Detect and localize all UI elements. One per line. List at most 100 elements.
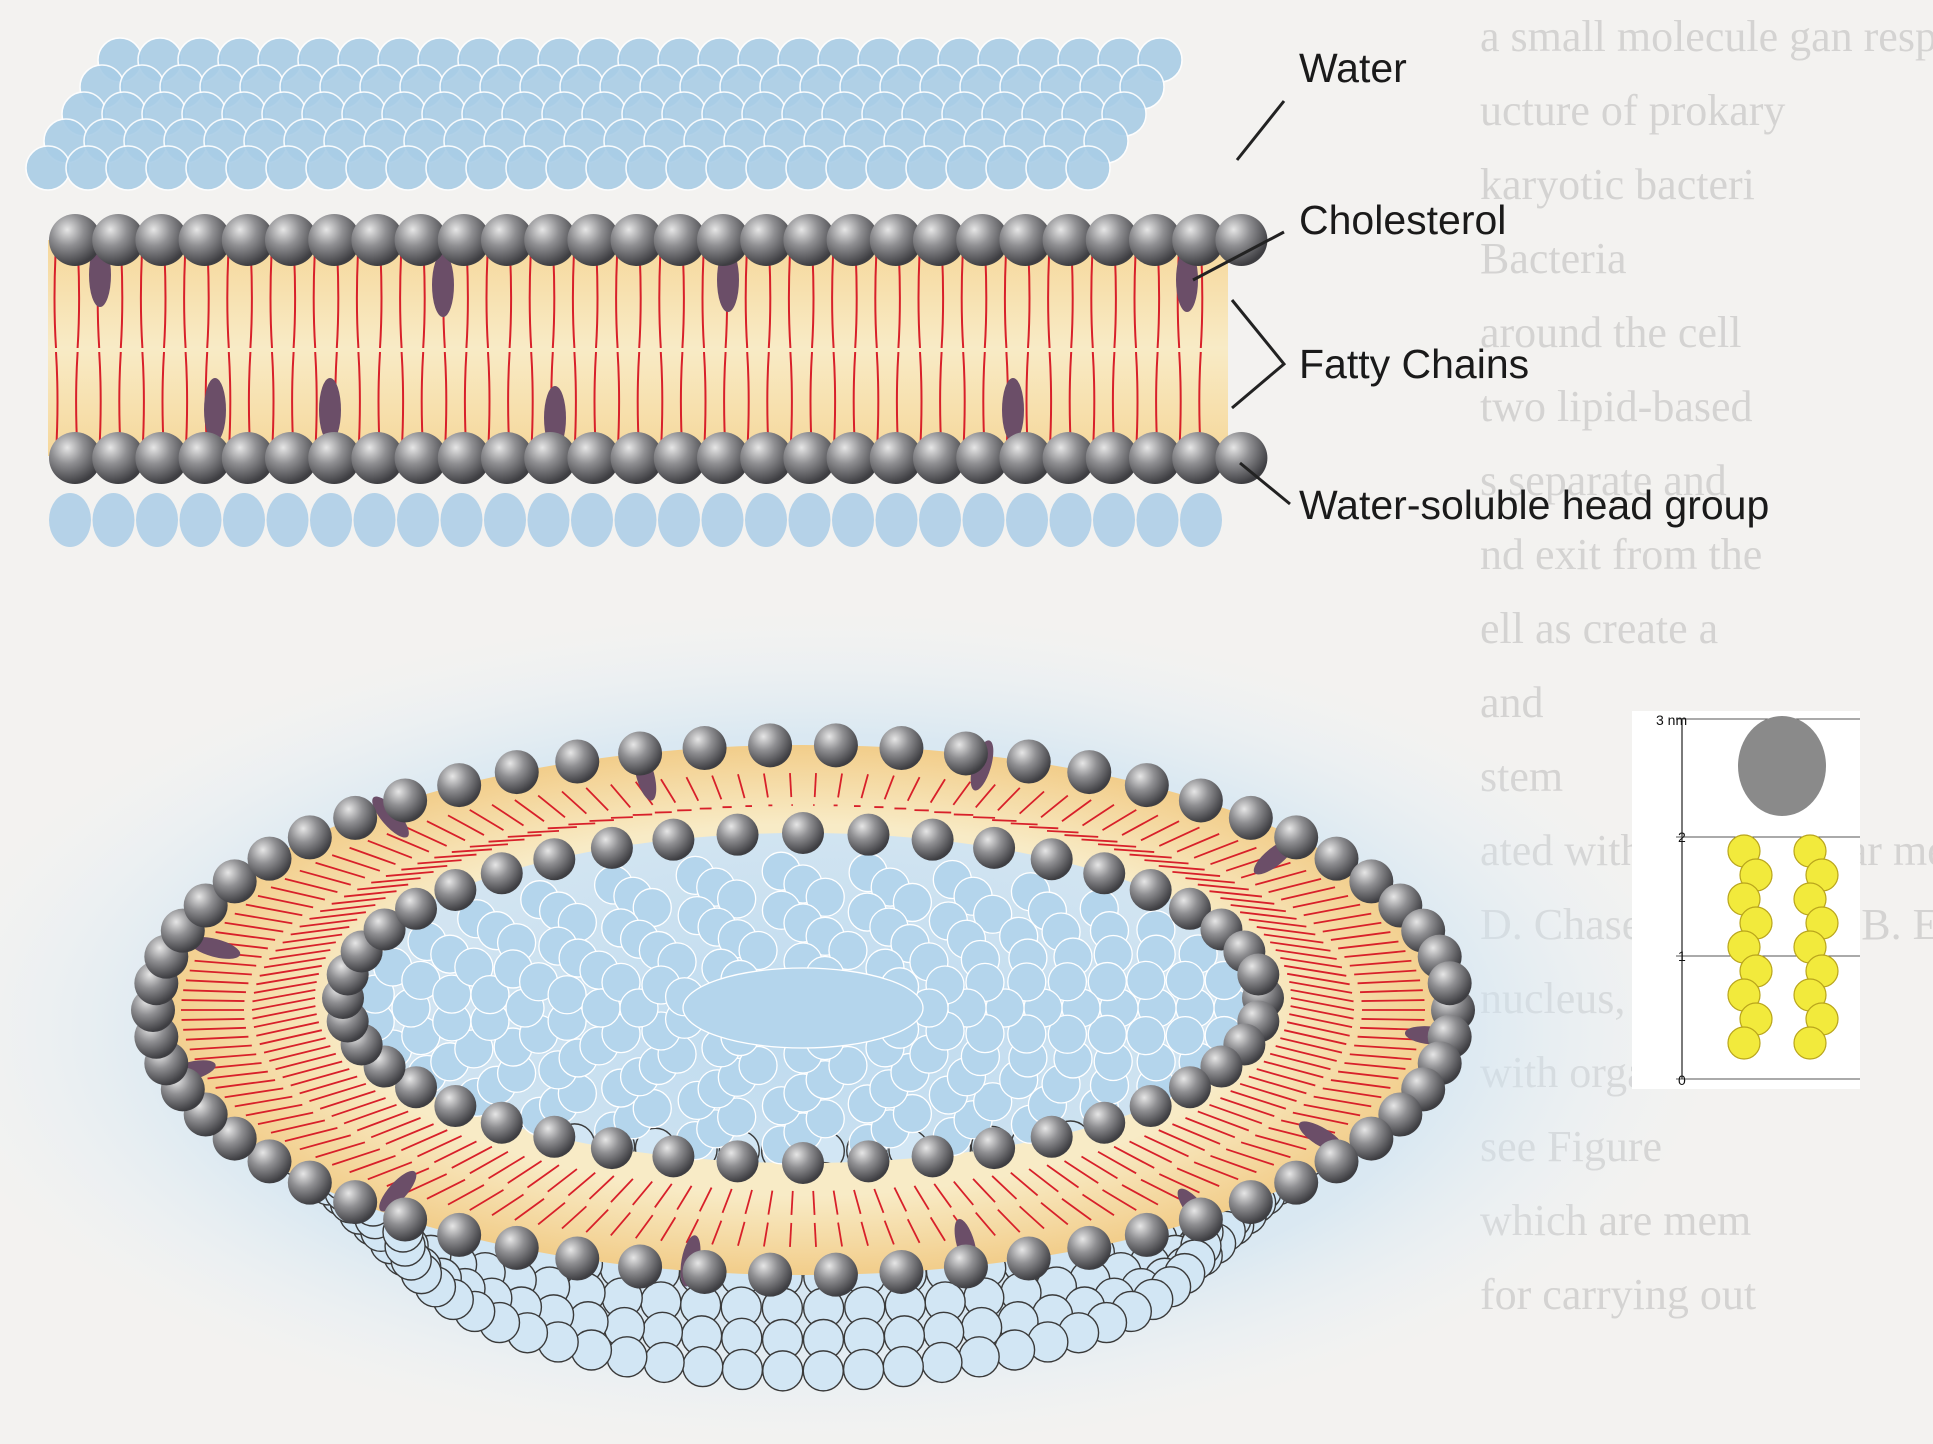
water-sphere (946, 146, 990, 190)
vesicle-head-sphere (1229, 796, 1273, 840)
water-sphere (106, 146, 150, 190)
water-sphere (506, 146, 550, 190)
water-sphere (1006, 493, 1048, 547)
vesicle-head-sphere (481, 852, 523, 894)
water-sphere (26, 146, 70, 190)
vesicle-head-sphere (748, 723, 792, 767)
vesicle-fatty-chain (1362, 1000, 1425, 1001)
vesicle-head-sphere (1229, 1180, 1273, 1224)
scale-label-2: 2 (1678, 829, 1686, 845)
vesicle-fatty-chain (633, 814, 652, 815)
water-sphere (186, 146, 230, 190)
vesicle-fatty-chain (1011, 823, 1038, 824)
vesicle-head-sphere (618, 1245, 662, 1289)
vesicle-head-sphere (683, 1250, 727, 1294)
vesicle-head-sphere (944, 1245, 988, 1289)
vesicle-head-sphere (555, 739, 599, 783)
water-sphere (93, 493, 135, 547)
water-sphere (386, 146, 430, 190)
head-group-label: Water-soluble head group (1299, 482, 1769, 529)
lipid-head-model (1738, 716, 1826, 816)
tail-atom (1728, 1027, 1760, 1059)
vesicle-head-sphere (1067, 1226, 1111, 1270)
lumen-water-sphere (1127, 961, 1165, 999)
vesicle-head-sphere (481, 1102, 523, 1144)
water-sphere (310, 493, 352, 547)
lumen-water-sphere (548, 976, 586, 1014)
vesicle-head-sphere (1031, 838, 1073, 880)
water-sphere (146, 146, 190, 190)
vesicle-head-sphere (944, 731, 988, 775)
water-sphere (786, 146, 830, 190)
water-sphere (1093, 493, 1135, 547)
water-sphere (1180, 493, 1222, 547)
vesicle-head-sphere (879, 726, 923, 770)
vesicle-head-sphere (1130, 1085, 1172, 1127)
vesicle-water-sphere (803, 1351, 843, 1391)
vesicle-head-sphere (782, 1142, 824, 1184)
vesicle-fatty-chain (182, 1000, 245, 1001)
lipid-scale-inset: 3 nm 2 1 0 (1632, 711, 1860, 1089)
water-sphere (266, 146, 310, 190)
vesicle-head-sphere (395, 888, 437, 930)
water-sphere (426, 146, 470, 190)
vesicle-head-sphere (973, 827, 1015, 869)
vesicle-head-sphere (533, 838, 575, 880)
water-sphere (919, 493, 961, 547)
water-sphere (66, 146, 110, 190)
vesicle-fatty-chain (611, 817, 633, 818)
water-sphere (466, 146, 510, 190)
vesicle-head-sphere (1274, 1161, 1318, 1205)
water-sphere (706, 146, 750, 190)
lipid-tail-model (1728, 835, 1838, 1059)
vesicle-water-sphere (883, 1347, 923, 1387)
cholesterol-label: Cholesterol (1299, 197, 1506, 244)
top-water-layer (26, 38, 1182, 190)
vesicle-head-sphere (437, 763, 481, 807)
water-sphere (963, 493, 1005, 547)
water-sphere (306, 146, 350, 190)
vesicle-fatty-chain (589, 820, 613, 821)
water-sphere (586, 146, 630, 190)
water-sphere (626, 146, 670, 190)
vesicle-head-sphere (333, 796, 377, 840)
lumen-water-center (683, 968, 923, 1048)
water-sphere (658, 493, 700, 547)
vesicle-head-sphere (782, 812, 824, 854)
vesicle-head-sphere (1067, 750, 1111, 794)
water-sphere (546, 146, 590, 190)
vesicle-head-sphere (533, 1116, 575, 1158)
vesicle-water-sphere (644, 1342, 684, 1382)
water-sphere (1026, 146, 1070, 190)
water-sphere (223, 493, 265, 547)
vesicle-head-sphere (1083, 1102, 1125, 1144)
water-sphere (832, 493, 874, 547)
water-sphere (826, 146, 870, 190)
vesicle-head-sphere (717, 814, 759, 856)
cholesterol-molecule (432, 253, 454, 317)
water-sphere (906, 146, 950, 190)
vesicle-head-sphere (437, 1213, 481, 1257)
vesicle-head-sphere (618, 731, 662, 775)
scale-unit-label: 3 nm (1656, 712, 1687, 728)
vesicle-fatty-chain (1362, 1019, 1425, 1020)
vesicle-head-sphere (1169, 1066, 1211, 1108)
vesicle-head-sphere (495, 750, 539, 794)
water-sphere (702, 493, 744, 547)
vesicle-head-sphere (1179, 778, 1223, 822)
vesicle-head-sphere (1179, 1198, 1223, 1242)
vesicle-water-sphere (763, 1351, 803, 1391)
vesicle-head-sphere (383, 1198, 427, 1242)
vesicle-fatty-chain (973, 817, 995, 818)
water-sphere (876, 493, 918, 547)
water-sphere (484, 493, 526, 547)
vesicle-fatty-chain (992, 820, 1016, 821)
vesicle-head-sphere (555, 1237, 599, 1281)
scale-label-1: 1 (1678, 948, 1686, 964)
vesicle-head-sphere (383, 778, 427, 822)
vesicle-head-sphere (288, 1161, 332, 1205)
water-sphere (746, 146, 790, 190)
vesicle-water-sphere (995, 1330, 1035, 1370)
tail-atom (1794, 1027, 1826, 1059)
water-leader-line (1237, 101, 1284, 160)
